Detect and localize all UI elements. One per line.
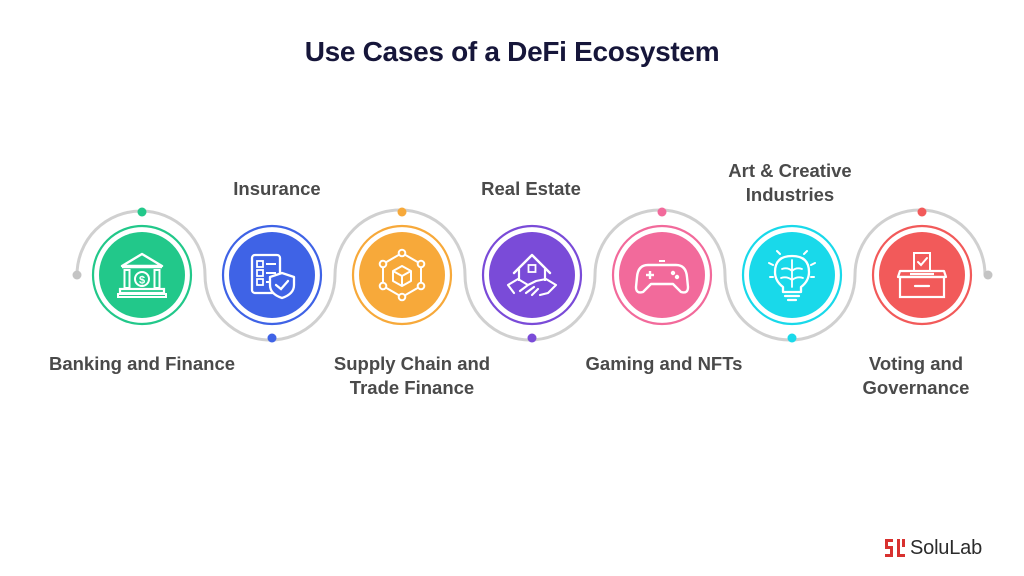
use-case-node-3 bbox=[351, 207, 453, 326]
solulab-logo-icon bbox=[885, 539, 905, 557]
wave-end-dot bbox=[983, 270, 993, 280]
node-fill bbox=[489, 232, 575, 318]
use-case-label: Real Estate bbox=[481, 178, 581, 199]
use-case-node-4 bbox=[481, 224, 583, 343]
use-case-node-1: $ bbox=[91, 207, 193, 326]
wave-start-dot bbox=[72, 270, 82, 280]
node-fill bbox=[619, 232, 705, 318]
creative-brain-bulb-icon bbox=[768, 250, 816, 302]
svg-text:$: $ bbox=[139, 275, 145, 287]
use-case-label: Insurance bbox=[233, 178, 321, 199]
node-fill bbox=[229, 232, 315, 318]
insurance-shield-icon bbox=[250, 253, 296, 300]
use-case-label: Supply Chain and Trade Finance bbox=[333, 353, 491, 398]
real-estate-handshake-icon bbox=[506, 253, 558, 297]
node-marker-dot bbox=[657, 207, 667, 217]
ballot-box-icon bbox=[896, 252, 948, 299]
supply-chain-box-icon bbox=[378, 248, 426, 302]
game-controller-icon bbox=[634, 260, 690, 294]
use-case-node-7 bbox=[871, 207, 973, 326]
page-title: Use Cases of a DeFi Ecosystem bbox=[304, 36, 720, 67]
brand-name: SoluLab bbox=[910, 536, 982, 559]
node-marker-dot bbox=[137, 207, 147, 217]
use-case-label: Banking and Finance bbox=[48, 353, 236, 374]
node-marker-dot bbox=[527, 333, 537, 343]
node-marker-dot bbox=[397, 207, 407, 217]
brand-logo: SoluLab bbox=[884, 536, 982, 560]
use-case-node-2 bbox=[221, 224, 323, 343]
use-case-node-5 bbox=[611, 207, 713, 326]
use-case-label: Gaming and NFTs bbox=[585, 353, 743, 374]
node-marker-dot bbox=[267, 333, 277, 343]
node-marker-dot bbox=[917, 207, 927, 217]
use-case-label: Voting and Governance bbox=[862, 353, 970, 398]
use-case-label: Art & Creative Industries bbox=[728, 160, 852, 205]
node-marker-dot bbox=[787, 333, 797, 343]
use-case-node-6 bbox=[741, 224, 843, 343]
bank-icon: $ bbox=[117, 252, 167, 298]
